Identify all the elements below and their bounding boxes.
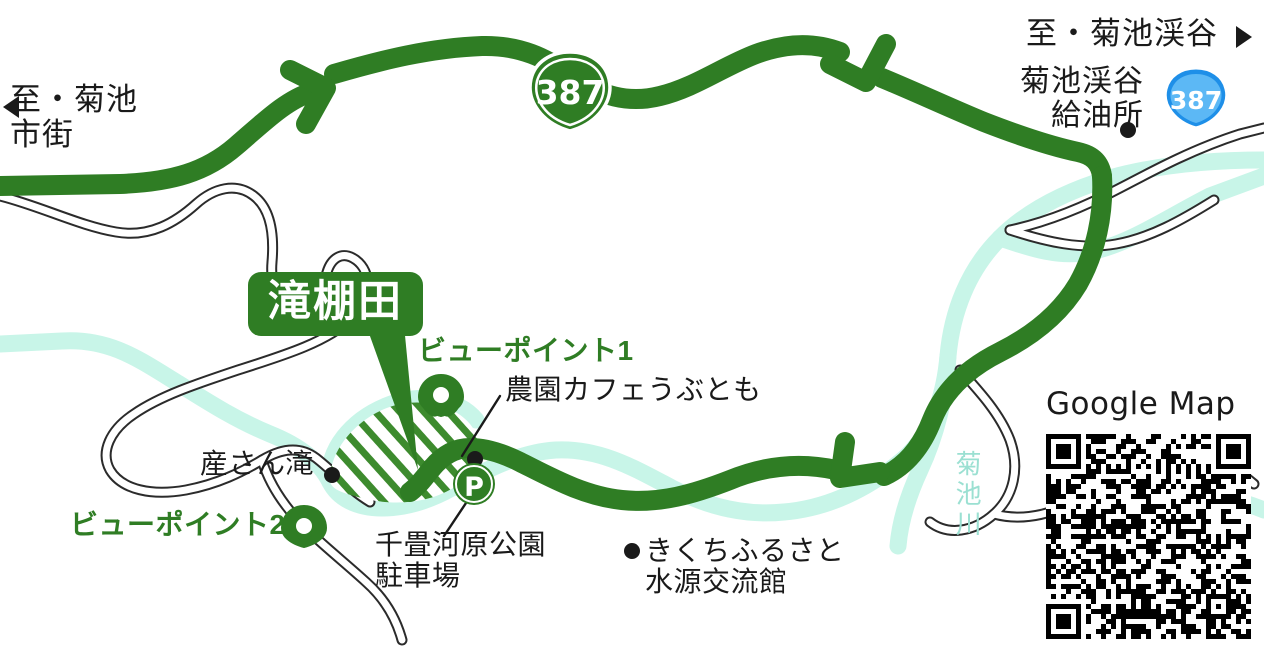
- spur-northeast: [820, 34, 896, 92]
- label-furusato-line2: 水源交流館: [645, 566, 788, 598]
- label-furusato: きくちふるさと水源交流館: [645, 535, 845, 598]
- google-map-block: Google Map: [1046, 386, 1258, 639]
- leader-lines: [442, 394, 502, 538]
- label-parking-line2: 駐車場: [375, 560, 461, 592]
- label-to-kikuchi-city: 至・菊池市街: [10, 82, 138, 152]
- callout-takidanada[interactable]: 滝棚田: [248, 272, 423, 336]
- gas-station-dot[interactable]: [1120, 122, 1136, 138]
- parking-marker-letter: P: [464, 472, 484, 503]
- label-parking-line1: 千畳河原公園: [375, 529, 547, 560]
- route-387-green-shield: 387: [528, 50, 612, 133]
- road-south-run: [422, 438, 846, 511]
- parking-marker[interactable]: P: [453, 463, 495, 505]
- label-kikuchi-river: 菊池川: [952, 450, 983, 540]
- viewpoint-2-pin[interactable]: [281, 505, 327, 548]
- label-viewpoint-2: ビューポイント2: [70, 509, 286, 540]
- label-furusato-line1: きくちふるさと: [645, 535, 845, 566]
- road-east-side: [874, 166, 1113, 486]
- furusato-dot[interactable]: [624, 543, 640, 559]
- leader-cafe: [460, 394, 502, 458]
- leader-parking: [442, 495, 472, 538]
- label-gas-station-line2: 給油所: [1051, 98, 1144, 132]
- route-387-blue-shield: 387: [1163, 66, 1229, 130]
- direction-arrow-left-icon: [3, 96, 19, 118]
- label-to-kikuchi-city-line2: 市街: [10, 116, 74, 152]
- route-387-green-number: 387: [536, 73, 605, 112]
- google-map-title: Google Map: [1046, 386, 1236, 422]
- spur-northwest: [280, 60, 336, 134]
- label-farm-cafe: 農園カフェうぶとも: [505, 374, 762, 405]
- farm-cafe-dot[interactable]: [467, 451, 483, 467]
- river-west: [0, 332, 461, 517]
- callout-pointer: [366, 325, 418, 470]
- direction-arrow-right-icon: [1236, 26, 1252, 48]
- label-parking: 千畳河原公園駐車場: [375, 529, 546, 592]
- label-sansan-taki: 産さん滝: [200, 448, 315, 479]
- label-gas-station-line1: 菊池渓谷: [1020, 65, 1144, 98]
- poi-markers: P: [281, 122, 1136, 559]
- road-northeast: [872, 68, 1112, 186]
- main-road-layer: [0, 35, 1113, 511]
- road-west-approach: [0, 81, 326, 196]
- label-gas-station: 菊池渓谷給油所: [1020, 65, 1144, 132]
- label-viewpoint-1: ビューポイント1: [418, 335, 634, 366]
- junction-spurs: [280, 34, 896, 488]
- spur-south: [830, 432, 890, 488]
- route-387-blue-number: 387: [1170, 86, 1222, 115]
- google-map-qr-code[interactable]: [1046, 434, 1251, 639]
- callout-takidanada-text: 滝棚田: [268, 278, 403, 326]
- road-terrace-link: [400, 458, 442, 502]
- label-to-kikuchi-city-line1: 至・菊池: [10, 82, 138, 117]
- label-to-kikuchi-keikoku: 至・菊池渓谷: [1026, 16, 1218, 51]
- viewpoint-1-pin[interactable]: [418, 374, 464, 417]
- sansan-taki-dot[interactable]: [324, 467, 340, 483]
